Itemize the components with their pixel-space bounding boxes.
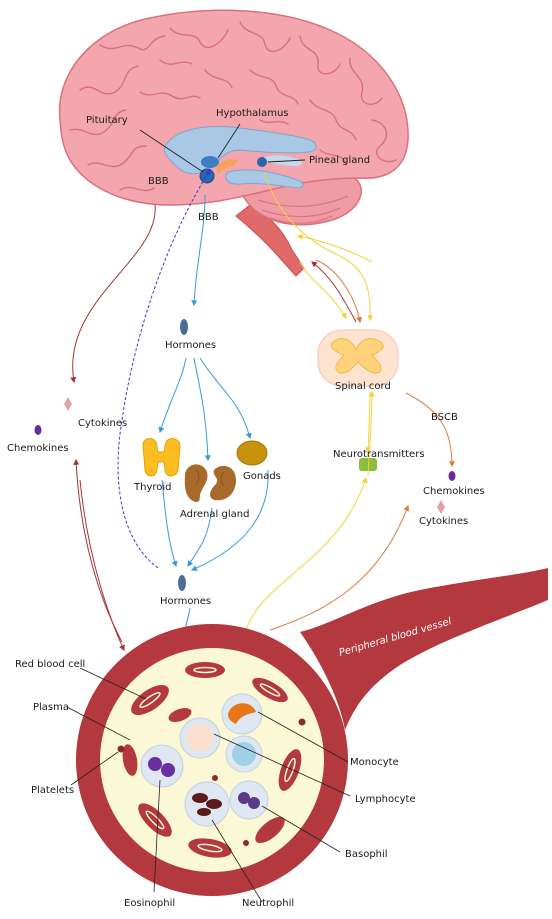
label-hormones-top: Hormones (165, 340, 216, 351)
signal-arrows (70, 168, 455, 652)
label-pituitary: Pituitary (86, 115, 128, 126)
lymphocyte-cell (179, 717, 221, 759)
label-neurotransmitters: Neurotransmitters (333, 449, 425, 460)
brain (58, 9, 409, 277)
hormone-marker-top (180, 319, 188, 335)
chemokine-marker-left (34, 425, 42, 435)
label-hormones-bottom: Hormones (160, 596, 211, 607)
label-lymphocyte: Lymphocyte (355, 794, 416, 805)
platelets (117, 718, 306, 846)
red-blood-cell-pointer (79, 667, 147, 700)
lymphocyte-pointer (213, 733, 351, 797)
label-gonads: Gonads (243, 471, 281, 482)
cytokine-marker-right (437, 500, 445, 514)
label-chemokines-left: Chemokines (7, 443, 69, 454)
label-spinal-cord: Spinal cord (335, 381, 391, 392)
eosinophil-pointer (153, 779, 161, 893)
chemokine-marker-right (448, 471, 456, 481)
basophil-pointer (261, 805, 341, 853)
monocyte-cell (221, 693, 263, 735)
basophil-cell (229, 780, 269, 820)
peripheral-blood-vessel (76, 568, 548, 896)
neurotransmitter-marker (359, 458, 377, 471)
neutrophil-cell (184, 781, 230, 827)
neutrophil-pointer (211, 819, 263, 903)
label-neutrophil: Neutrophil (242, 898, 294, 909)
pineal-structure (257, 157, 267, 167)
hypothalamus-structure (201, 156, 219, 168)
hormone-marker-bottom (178, 575, 186, 591)
label-cytokines-left: Cytokines (78, 418, 127, 429)
label-cytokines-right: Cytokines (419, 516, 468, 527)
cytokine-marker-left (64, 397, 72, 411)
hypothalamus-pointer (217, 123, 241, 159)
eosinophil-cell (140, 744, 184, 788)
plasma-pointer (66, 706, 131, 741)
label-hypothalamus: Hypothalamus (216, 108, 289, 119)
label-adrenal-gland: Adrenal gland (180, 509, 249, 520)
label-eosinophil: Eosinophil (124, 898, 175, 909)
label-red-blood-cell: Red blood cell (15, 659, 85, 670)
label-thyroid: Thyroid (133, 482, 172, 493)
platelets-pointer (70, 751, 119, 786)
adrenal-gland (184, 464, 236, 502)
thyroid-gland (142, 437, 181, 477)
label-basophil: Basophil (345, 849, 388, 860)
gonads (236, 440, 268, 466)
pituitary-pointer (139, 129, 204, 173)
monocyte-pointer (257, 711, 349, 763)
spinal-cord-section (317, 329, 399, 387)
label-chemokines-right: Chemokines (423, 486, 485, 497)
label-bscb: BSCB (431, 412, 458, 423)
label-bbb-left: BBB (148, 176, 169, 187)
pineal-pointer (267, 159, 306, 163)
label-monocyte: Monocyte (350, 757, 399, 768)
label-bbb-center: BBB (198, 212, 219, 223)
lymphocyte-cell-2 (225, 735, 263, 773)
label-platelets: Platelets (31, 785, 74, 796)
label-pineal-gland: Pineal gland (309, 155, 370, 166)
label-plasma: Plasma (33, 702, 69, 713)
